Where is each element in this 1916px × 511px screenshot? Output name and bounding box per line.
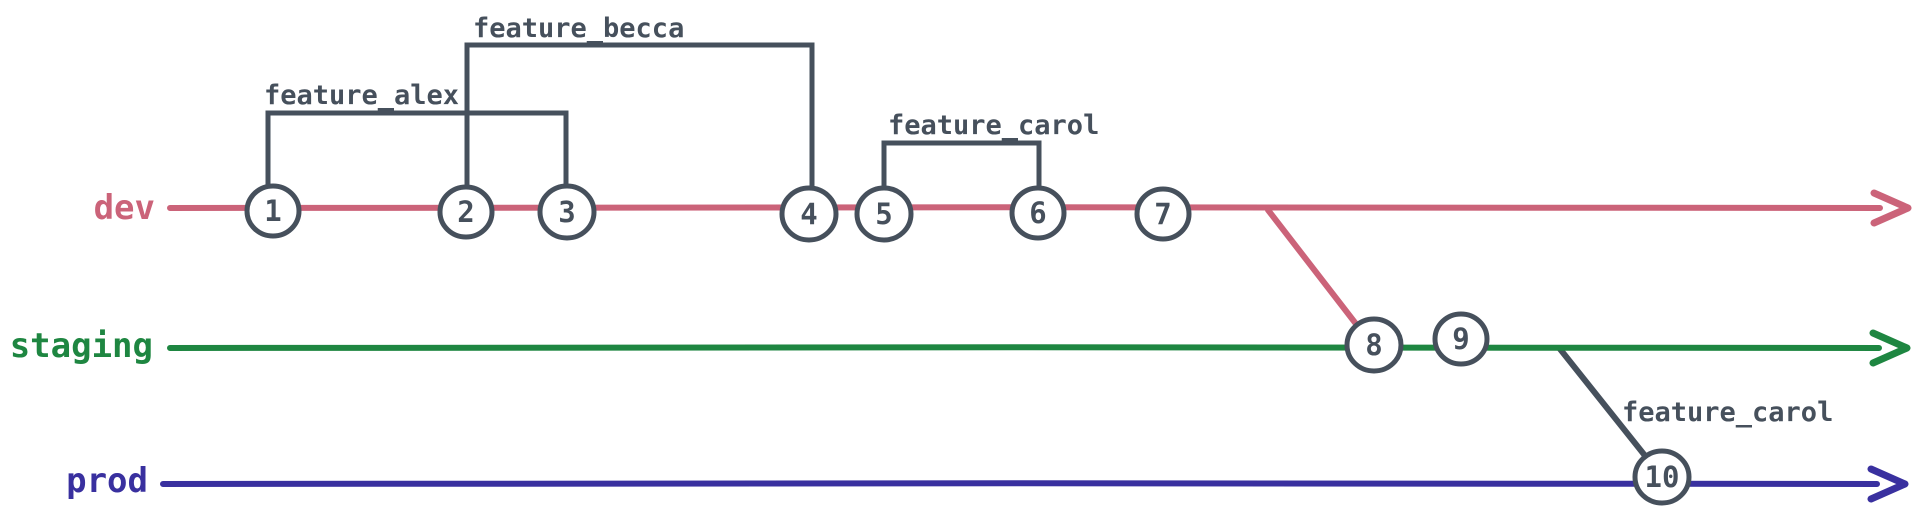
arrowhead-icon-prod bbox=[1867, 465, 1909, 503]
arrowhead-icon-staging bbox=[1869, 329, 1911, 367]
commit-number: 6 bbox=[1029, 196, 1046, 230]
commit-number: 9 bbox=[1452, 322, 1469, 356]
commit-circle bbox=[537, 183, 597, 241]
commit-node-6: 6 bbox=[1009, 185, 1067, 241]
branch-line-prod bbox=[160, 480, 1880, 487]
bracket-feature-alex bbox=[265, 110, 569, 190]
commit-circle bbox=[437, 184, 495, 240]
merge-links-layer: feature_carol bbox=[1265, 207, 1833, 475]
commit-circle bbox=[1432, 311, 1490, 367]
branch-label-staging: staging bbox=[10, 326, 153, 366]
commit-circle bbox=[779, 185, 839, 243]
commit-node-7: 7 bbox=[1134, 186, 1192, 242]
feature-brackets-layer: feature_alex feature_becca feature_carol bbox=[264, 13, 1099, 192]
commit-number: 10 bbox=[1645, 460, 1680, 494]
commit-node-4: 4 bbox=[779, 185, 839, 243]
commit-node-2: 2 bbox=[437, 184, 495, 240]
commit-number: 5 bbox=[875, 197, 892, 231]
commit-circle bbox=[1134, 186, 1192, 242]
bracket-feature-becca bbox=[464, 42, 815, 192]
commit-node-8: 8 bbox=[1344, 316, 1404, 374]
commit-node-1: 1 bbox=[244, 183, 302, 239]
branch-label-dev: dev bbox=[94, 188, 155, 228]
commit-node-9: 9 bbox=[1432, 311, 1490, 367]
label-feature-carol: feature_carol bbox=[888, 110, 1099, 141]
commit-number: 1 bbox=[264, 194, 281, 228]
commit-nodes-layer: 1 2 3 4 5 6 7 8 9 10 bbox=[244, 183, 1692, 506]
label-feature-becca: feature_becca bbox=[473, 13, 684, 44]
commit-number: 7 bbox=[1154, 197, 1171, 231]
commit-number: 3 bbox=[558, 195, 575, 229]
commit-number: 4 bbox=[800, 197, 817, 231]
commit-node-3: 3 bbox=[537, 183, 597, 241]
label-link-staging-to-feature-carol: feature_carol bbox=[1622, 397, 1833, 428]
arrowhead-icon-dev bbox=[1870, 189, 1912, 227]
commit-circle bbox=[1344, 316, 1404, 374]
commit-circle bbox=[1632, 448, 1692, 506]
branch-label-prod: prod bbox=[66, 461, 148, 501]
link-dev-to-staging-merge bbox=[1265, 207, 1373, 345]
commit-number: 8 bbox=[1365, 328, 1382, 362]
commit-circle bbox=[244, 183, 302, 239]
label-feature-alex: feature_alex bbox=[264, 80, 459, 111]
branch-lines-layer: dev staging prod bbox=[10, 188, 1912, 503]
commit-node-10: 10 bbox=[1632, 448, 1692, 506]
commit-circle bbox=[854, 185, 914, 243]
bracket-feature-carol bbox=[881, 140, 1042, 192]
branch-line-staging bbox=[167, 344, 1882, 351]
commit-node-5: 5 bbox=[854, 185, 914, 243]
commit-number: 2 bbox=[457, 195, 474, 229]
commit-circle bbox=[1009, 185, 1067, 241]
link-staging-to-feature-carol bbox=[1557, 346, 1661, 475]
